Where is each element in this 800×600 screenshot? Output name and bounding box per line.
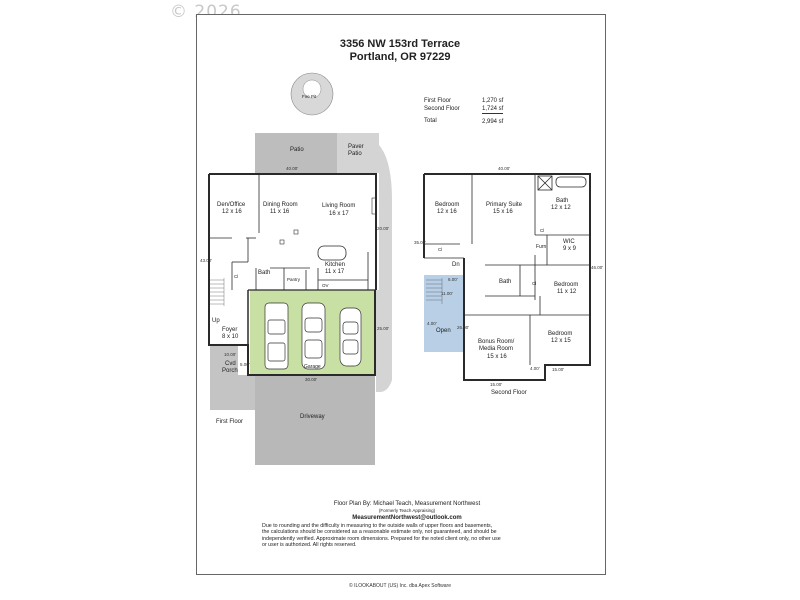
ff-dim-left: 43.00': [200, 258, 213, 263]
dining-size: 11 x 16: [270, 209, 290, 215]
sf-dim-right: 46.00': [591, 265, 604, 270]
down-label: Dn: [452, 262, 460, 268]
sf-dim-left: 35.00': [414, 240, 427, 245]
sf-bedroom2-size: 11 x 12: [557, 289, 577, 295]
kitchen-size: 11 x 17: [325, 269, 345, 275]
porch-label-1: Cvd: [225, 361, 236, 367]
patio: [255, 133, 337, 173]
area-value-second: 1,724 sf: [482, 106, 504, 114]
sf-closet3-label: Cl: [532, 281, 537, 286]
den-size: 12 x 16: [222, 209, 242, 215]
area-value-total: 2,994 sf: [482, 119, 504, 125]
driveway-label: Driveway: [300, 414, 325, 420]
address-line-2: Portland, OR 97229: [349, 51, 451, 63]
kitchen-label: Kitchen: [325, 262, 346, 268]
credit-email: MeasurementNorthwest@outlook.com: [352, 515, 462, 521]
ff-dim-porch-w: 10.00': [224, 352, 237, 357]
fire-pit-label: Fire Pit: [302, 94, 317, 99]
porch-label-2: Porch: [222, 368, 238, 374]
second-floor-interior: [424, 174, 590, 365]
sf-bedroom3-size: 12 x 15: [551, 338, 571, 344]
open-label: Open: [436, 328, 451, 334]
foyer-label: Foyer: [222, 327, 238, 333]
wic-size: 9 x 9: [563, 246, 577, 252]
ff-dim-top: 40.00': [286, 166, 299, 171]
dining-label: Dining Room: [263, 202, 298, 208]
driveway: [255, 375, 375, 465]
sf-dim-open-h2: 11.00': [441, 291, 453, 296]
ff-dim-garage-right: 25.00': [377, 326, 390, 331]
ff-bath-label: Bath: [258, 270, 271, 276]
bonus-label-2: Media Room: [479, 346, 514, 352]
paver-patio: [337, 133, 392, 392]
second-floor-caption: Second Floor: [491, 390, 527, 396]
open-to-below: [424, 275, 464, 352]
area-value-first: 1,270 sf: [482, 98, 504, 104]
first-floor-walls: [208, 173, 377, 376]
sf-bedroom3-label: Bedroom: [548, 331, 573, 337]
foyer-size: 8 x 10: [222, 334, 239, 340]
sf-dim-bottom1: 15.00': [490, 382, 503, 387]
sf-dim-open-w2: 4.00': [427, 321, 437, 326]
sf-bath1-label: Bath: [556, 198, 569, 204]
primary-suite-size: 15 x 16: [493, 209, 513, 215]
disclaimer: Due to rounding and the difficulty in me…: [262, 523, 552, 549]
sf-bath2-label: Bath: [499, 279, 512, 285]
ff-dim-right: 20.00': [377, 226, 390, 231]
paver-patio-label: Patio: [348, 151, 362, 157]
address-line-1: 3356 NW 153rd Terrace: [339, 38, 461, 50]
living-label: Living Room: [322, 203, 356, 209]
sf-closet1-label: Cl: [438, 247, 443, 252]
patio-label: Patio: [290, 147, 304, 153]
sf-bedroom2-label: Bedroom: [554, 282, 579, 288]
sf-dim-notch: 4.00': [530, 366, 540, 371]
ff-closet-label: Cl: [234, 274, 239, 279]
credit-line-2: (Formerly Teach Appraising): [378, 508, 436, 513]
area-summary-values: 1,270 sf 1,724 sf 2,994 sf: [482, 97, 504, 126]
first-floor-interior: [209, 174, 369, 290]
sf-dim-open-h: 26.00': [457, 325, 470, 330]
primary-suite-label: Primary Suite: [486, 202, 523, 208]
address-title: 3356 NW 153rd Terrace Portland, OR 97229: [196, 38, 604, 64]
garage-label: Garage: [304, 364, 321, 370]
oven-label: OV: [322, 283, 329, 288]
sf-bath1-size: 12 x 12: [551, 205, 571, 211]
area-label-second: Second Floor: [424, 106, 460, 112]
sf-closet2-label: Cl: [540, 228, 545, 233]
furnace-label: Furn: [536, 244, 547, 250]
wic-label: WIC: [563, 239, 575, 245]
area-label-first: First Floor: [424, 98, 451, 104]
first-floor-caption: First Floor: [216, 419, 243, 425]
bonus-label-1: Bonus Room/: [478, 339, 515, 345]
first-floor-stairs: [210, 278, 225, 306]
garage-cars: [264, 302, 362, 370]
disclaimer-line-3: independently verified. Approximate room…: [262, 535, 501, 542]
covered-porch: [210, 345, 255, 410]
sf-bedroom1-size: 12 x 16: [437, 209, 457, 215]
pantry-label: Pantry: [287, 277, 301, 282]
bottom-copyright: © ILOOKABOUT (US) Inc. dba Apex Software: [349, 583, 451, 589]
disclaimer-line-2: the calculations should be considered as…: [262, 529, 497, 536]
area-label-total: Total: [424, 118, 437, 124]
bonus-size: 15 x 16: [487, 354, 507, 360]
disclaimer-line-1: Due to rounding and the difficulty in me…: [262, 523, 493, 529]
paver-label: Paver: [348, 144, 364, 150]
fire-pit: [290, 72, 334, 116]
sf-bedroom1-label: Bedroom: [435, 202, 460, 208]
first-floor-fixtures: [279, 197, 377, 245]
disclaimer-line-4: or user is authorized. All rights reserv…: [262, 542, 357, 549]
up-label: Up: [212, 318, 220, 324]
sf-dim-top: 40.00': [498, 166, 511, 171]
sf-dim-bottom2: 15.00': [552, 367, 565, 372]
credit-line-1: Floor Plan By: Michael Teach, Measuremen…: [333, 501, 481, 507]
sf-dim-open-w: 6.00': [448, 277, 458, 282]
area-summary-labels: First Floor Second Floor Total: [424, 97, 460, 125]
living-size: 16 x 17: [329, 211, 349, 217]
second-floor-stairs: [426, 278, 443, 304]
ff-dim-porch-h: 5.00': [240, 362, 250, 367]
ff-dim-garage: 30.00': [305, 377, 318, 382]
den-label: Den/Office: [217, 202, 246, 208]
